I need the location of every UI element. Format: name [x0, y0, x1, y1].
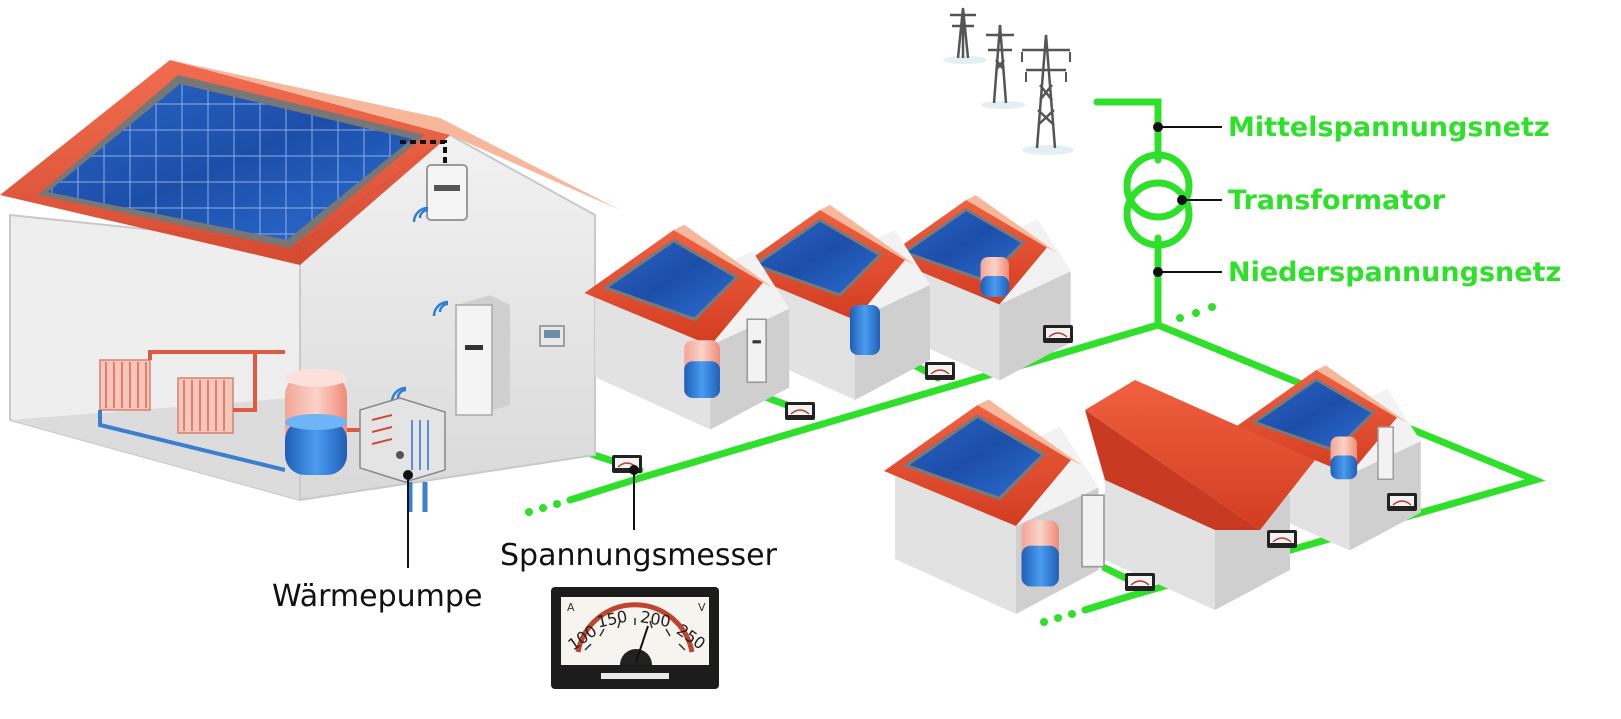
- water-tank-icon: [285, 369, 347, 475]
- radiator-icon: [99, 359, 234, 434]
- main-house: [0, 60, 620, 512]
- gauge-unit-left: A: [567, 601, 575, 614]
- inverter-icon: [426, 164, 468, 221]
- wifi-icon: [390, 206, 449, 403]
- medium-voltage-grid-label: Mittelspannungsnetz: [1228, 112, 1550, 143]
- solar-panel-icon: [38, 75, 425, 248]
- transformer-icon: [1123, 151, 1193, 249]
- house-row-1: [582, 193, 1073, 432]
- power-pylon-icon: [943, 7, 1074, 155]
- heat-pump-label: Wärmepumpe: [272, 579, 482, 614]
- heat-pump-icon: [359, 397, 446, 512]
- grid-continuation-dots: [525, 303, 1216, 626]
- voltmeter-gauge: A V 100 150 200 250: [551, 587, 719, 689]
- low-voltage-grid-label: Niederspannungsnetz: [1228, 257, 1561, 288]
- house-row-2: [882, 363, 1423, 616]
- battery-storage-icon: [455, 295, 510, 416]
- gauge-unit-right: V: [698, 601, 706, 614]
- voltmeter-label: Spannungsmesser: [500, 538, 778, 573]
- transformer-label: Transformator: [1228, 185, 1446, 216]
